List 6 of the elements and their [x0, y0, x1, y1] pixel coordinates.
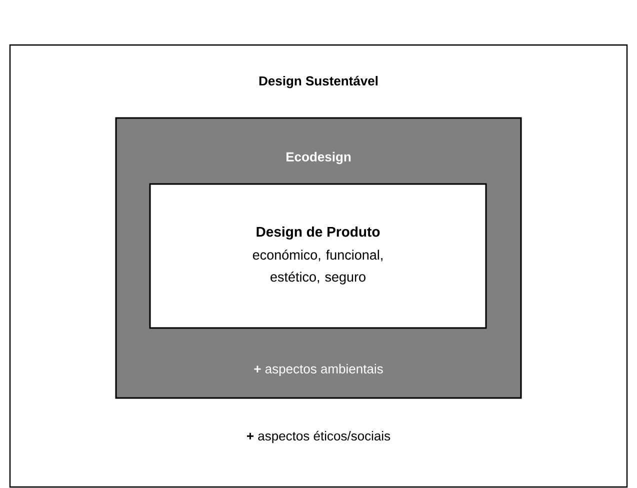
heading: Design Sustentável	[259, 76, 378, 88]
heading: Ecodesign	[286, 152, 351, 164]
note: + aspectos éticos/sociais	[246, 430, 390, 444]
note: + aspectos ambientais	[254, 364, 383, 376]
heading: Design de Produto	[256, 226, 380, 240]
description: económico, funcional, estético, seguro	[252, 250, 382, 284]
